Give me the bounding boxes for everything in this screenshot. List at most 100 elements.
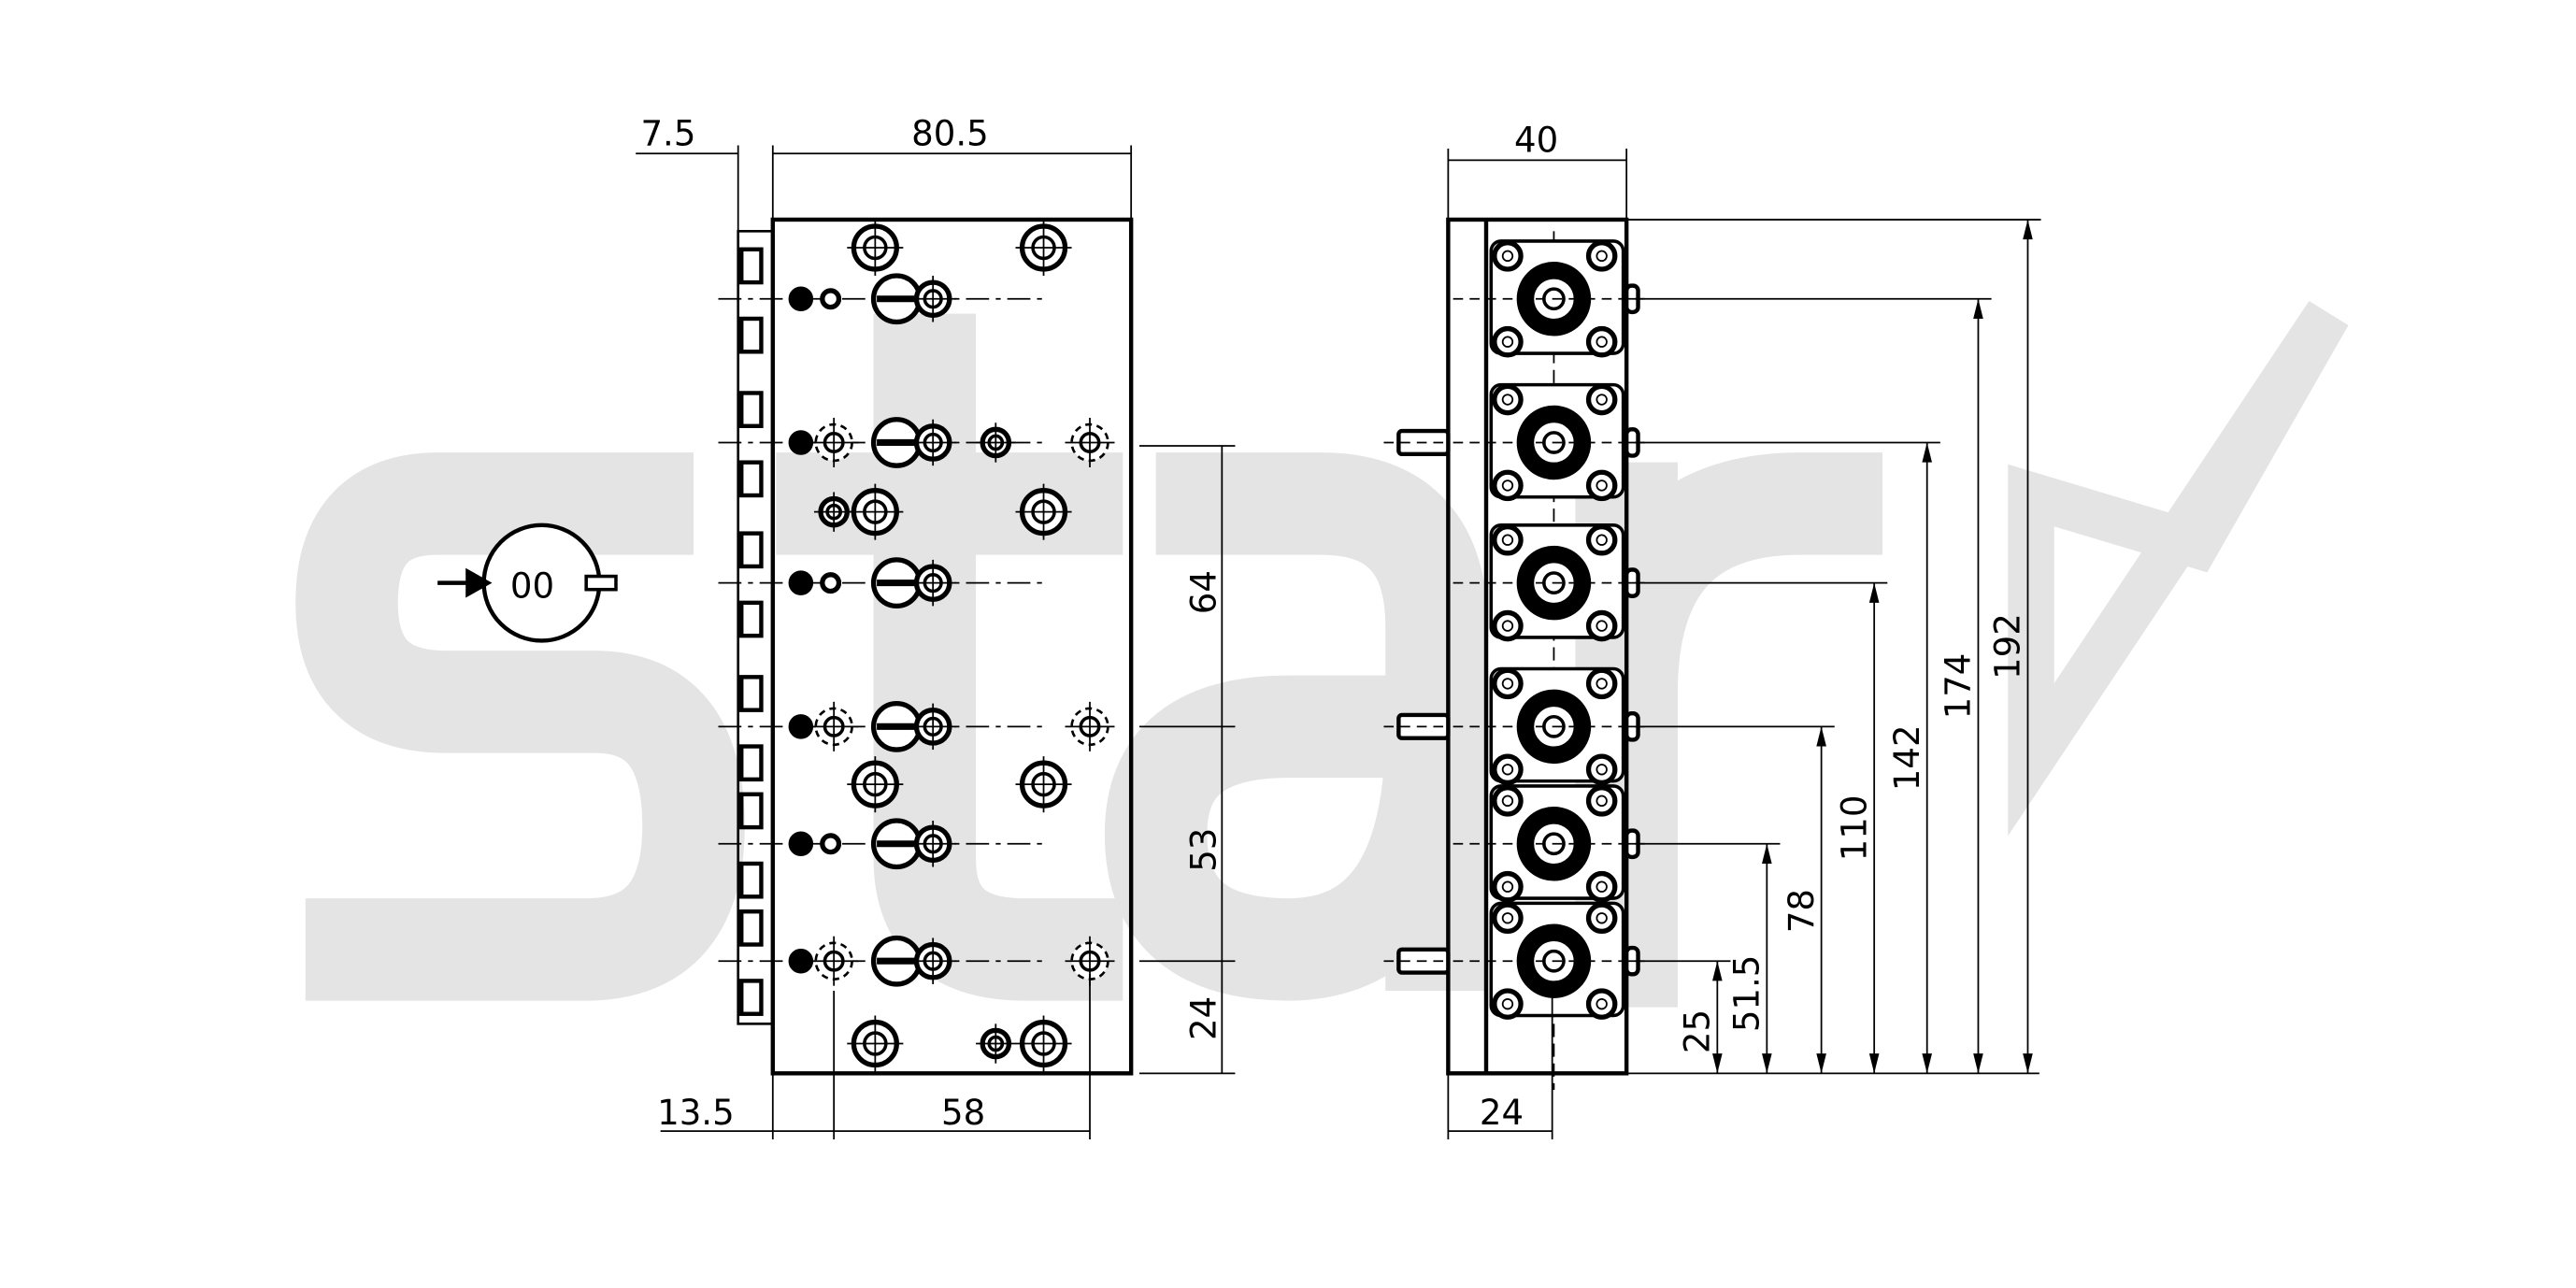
dim-height-78: 78 [1782, 889, 1822, 933]
module-screw [1585, 469, 1618, 502]
port-dot [788, 948, 814, 974]
port-dot [788, 831, 814, 857]
valve-port [909, 937, 956, 984]
module-screw-center [1501, 880, 1514, 893]
port-hole [976, 422, 1016, 463]
module-screw-center [1501, 997, 1514, 1010]
dim-24: 24 [1183, 996, 1224, 1040]
module-screw-center [1501, 678, 1514, 690]
module-screw-center [1596, 336, 1608, 348]
module-screw [1492, 325, 1524, 358]
module-screw-center [1501, 764, 1514, 776]
dim-height-142: 142 [1887, 724, 1927, 791]
left-view [718, 217, 1134, 1076]
strip-tab [739, 247, 764, 285]
valve-port [909, 419, 956, 466]
dashed-hole [809, 417, 859, 467]
module-screw [1492, 667, 1524, 700]
dim-height-174: 174 [1939, 653, 1979, 720]
dashed-hole [1065, 701, 1115, 751]
module-screw-center [1596, 997, 1608, 1010]
strip-tab [739, 531, 764, 569]
port-dot [788, 286, 814, 312]
dim-64: 64 [1183, 570, 1224, 614]
port-small [820, 833, 842, 855]
watermark-letter-r [1575, 452, 1882, 1008]
module-screw-center [1596, 250, 1608, 263]
module-screw [1585, 902, 1618, 935]
module-screw [1585, 609, 1618, 642]
side-strip [737, 230, 775, 1025]
module-screw-center [1501, 394, 1514, 406]
dim-40: 40 [1514, 121, 1558, 161]
module-screw-center [1501, 250, 1514, 263]
port-dot [788, 714, 814, 739]
strip-tab [739, 391, 764, 429]
module-screw-center [1596, 479, 1608, 492]
strip-tab [739, 792, 764, 830]
strip-tab [739, 979, 764, 1016]
module-screw [1585, 988, 1618, 1020]
module-screw [1492, 902, 1524, 935]
module-screw [1492, 609, 1524, 642]
mount-hole [1015, 756, 1072, 813]
module-screw [1492, 383, 1524, 416]
dashed-hole [809, 701, 859, 751]
port-hole [813, 492, 854, 532]
module-screw [1585, 523, 1618, 556]
module-screw [1585, 240, 1618, 272]
dim-13-5: 13.5 [657, 1093, 735, 1133]
module-screw [1585, 785, 1618, 817]
module-screw [1492, 785, 1524, 817]
dim-height-51.5: 51.5 [1727, 955, 1767, 1033]
module-screw-center [1501, 336, 1514, 348]
module-screw-center [1596, 678, 1608, 690]
module-screw-center [1596, 794, 1608, 808]
strip-tab [739, 460, 764, 498]
dim-53: 53 [1183, 828, 1224, 872]
port-dot [788, 430, 814, 455]
module-screw-center [1596, 764, 1608, 776]
module-screw [1492, 988, 1524, 1020]
watermark-letter-a [1104, 452, 1488, 1001]
dashed-hole [809, 936, 859, 986]
watermark-letter-s [295, 452, 745, 1001]
valve-port [909, 276, 956, 322]
module-screw-center [1596, 534, 1608, 546]
symbol-text: 00 [510, 566, 554, 607]
dashed-hole [1065, 417, 1115, 467]
module-screw-center [1501, 794, 1514, 808]
mount-hole [847, 1015, 904, 1072]
strip-tab [739, 861, 764, 899]
module-screw [1492, 870, 1524, 903]
module-screw [1585, 870, 1618, 903]
module-screw-center [1596, 620, 1608, 632]
valve-port [909, 821, 956, 867]
port-small [820, 572, 842, 594]
module-screw-center [1501, 479, 1514, 492]
dim-80-5: 80.5 [911, 113, 989, 153]
module-screw [1585, 325, 1618, 358]
module-screw-center [1596, 394, 1608, 406]
mount-hole [847, 756, 904, 813]
module-screw [1492, 469, 1524, 502]
strip-tab [739, 909, 764, 947]
port-dot [788, 570, 814, 595]
module-screw-center [1596, 912, 1608, 924]
valve-port [909, 559, 956, 607]
mount-hole [1015, 483, 1072, 540]
mount-hole [847, 219, 904, 277]
right-view [1383, 217, 1652, 1090]
mount-hole [1015, 1015, 1072, 1072]
mount-hole [1015, 219, 1072, 277]
module-screw [1492, 240, 1524, 272]
port-small [820, 288, 842, 310]
module-screw [1585, 753, 1618, 786]
module-screw [1492, 523, 1524, 556]
module-screw [1585, 667, 1618, 700]
port-hole [976, 1023, 1016, 1064]
module-screw-center [1501, 534, 1514, 546]
